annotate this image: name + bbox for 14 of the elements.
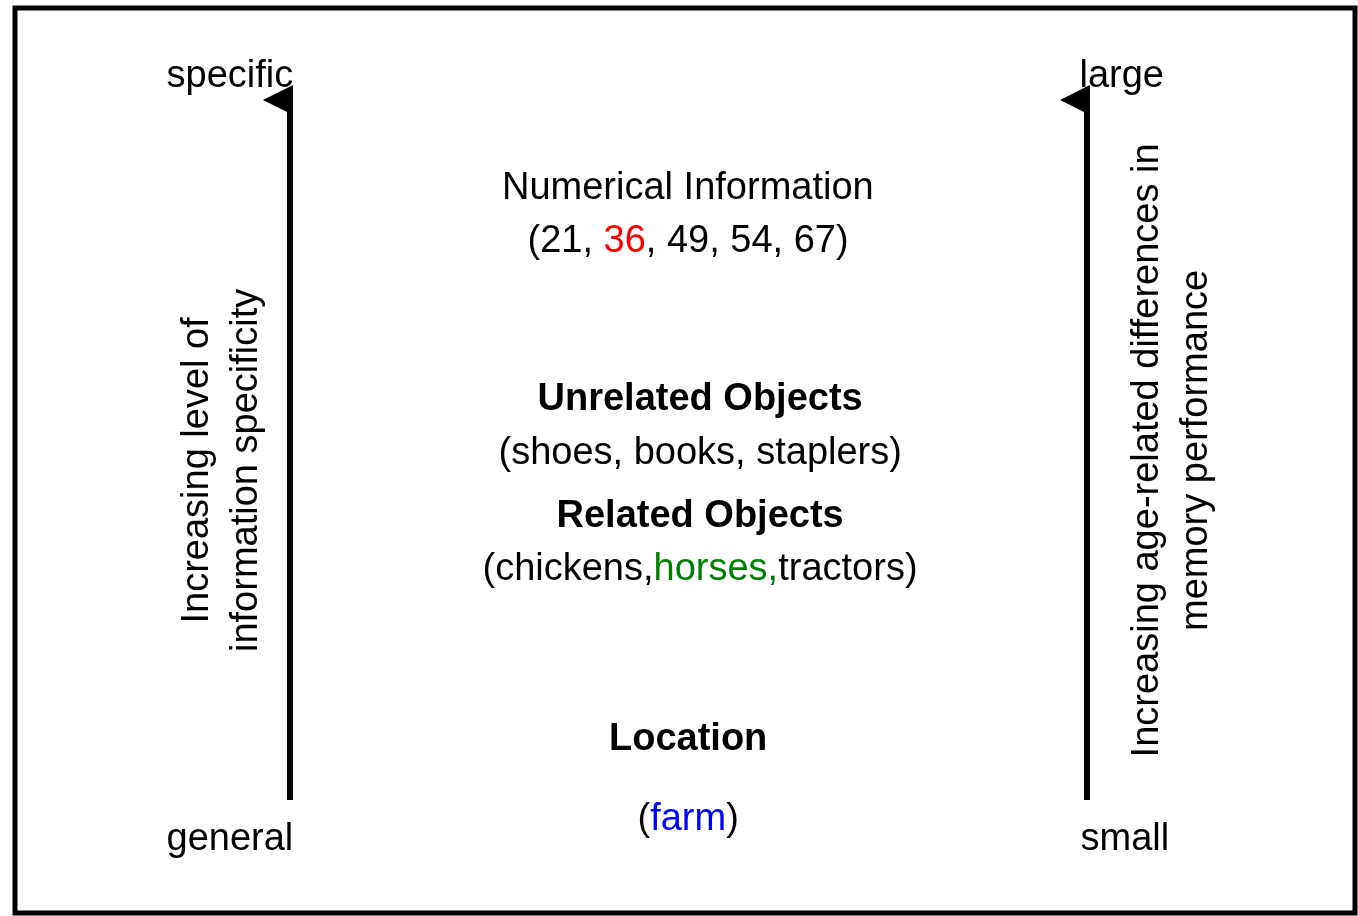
item-examples: (chickens,horses,tractors) [482,547,918,589]
axis-end-label: small [1080,817,1170,859]
axis-title: Increasing age-related differences in memory performance [1122,141,1216,759]
item-examples: (shoes, books, staplers) [498,431,902,473]
item-examples: (farm) [637,797,739,839]
item-heading: Related Objects [556,494,844,536]
item-heading: Numerical Information [502,166,874,208]
axis-title: Increasing level of information specificity [172,287,266,654]
item-examples: (21, 36, 49, 54, 67) [527,219,849,261]
item-heading: Location [609,717,768,759]
item-heading: Unrelated Objects [537,377,863,419]
axis-end-label: large [1079,54,1164,96]
axis-end-label: specific [166,54,294,96]
axis-end-label: general [166,817,294,859]
